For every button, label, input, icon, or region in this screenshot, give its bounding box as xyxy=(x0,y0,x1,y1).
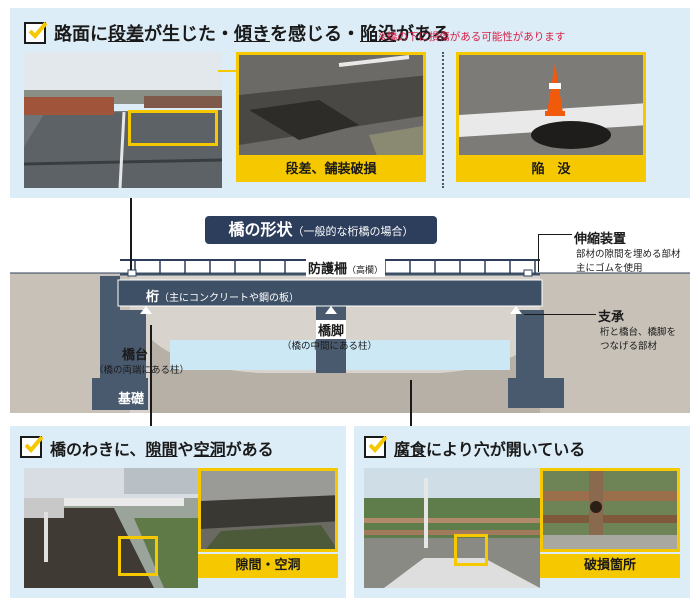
pothole-caption: 陥 没 xyxy=(456,158,646,182)
bearing-desc: つなげる部材 xyxy=(600,341,658,352)
leader-line xyxy=(150,325,152,427)
bearing-label: 支承 xyxy=(598,310,625,325)
diagram-title: 橋の形状 xyxy=(228,220,293,239)
gap-closeup-photo xyxy=(198,468,338,552)
abutment-label: 橋台 xyxy=(122,348,149,363)
leader-line xyxy=(410,380,412,426)
bottom-left-title: 橋のわきに、隙間や空洞がある xyxy=(50,440,274,459)
road-highlight-frame xyxy=(128,110,218,146)
leader-line xyxy=(130,198,132,270)
corrosion-highlight-frame xyxy=(454,534,488,566)
corrosion-caption: 破損箇所 xyxy=(540,554,680,578)
road-photo xyxy=(24,52,222,188)
checkbox-icon xyxy=(364,435,388,458)
bottom-right-title: 腐食により穴が開いている xyxy=(394,440,586,459)
leader-line xyxy=(218,70,236,72)
gap-photo xyxy=(24,468,198,588)
gap-highlight-frame xyxy=(118,536,158,576)
pier-description: （橋の中間にある柱） xyxy=(282,341,378,352)
diagram-subtitle: （一般的な桁橋の場合） xyxy=(292,225,414,238)
step-damage-photo xyxy=(236,52,426,158)
diagram-title-box: 橋の形状（一般的な桁橋の場合） xyxy=(205,216,437,244)
guardrail-label: 防護柵（高欄） xyxy=(306,258,386,277)
expansion-joint-desc: 部材の隙間を埋める部材 xyxy=(576,249,681,260)
expansion-joint-label: 伸縮装置 xyxy=(574,232,627,247)
pothole-photo xyxy=(456,52,646,158)
bearing-desc: 桁と橋台、橋脚を xyxy=(600,327,677,338)
abutment-description: （橋の両端にある柱） xyxy=(94,365,190,376)
gap-caption: 隙間・空洞 xyxy=(198,554,338,578)
corrosion-closeup-photo xyxy=(540,468,680,552)
checkbox-icon xyxy=(20,435,44,458)
leader-line xyxy=(524,314,596,315)
checkbox-icon xyxy=(24,21,48,44)
divider xyxy=(442,52,444,188)
step-damage-caption: 段差、舗装破損 xyxy=(236,158,426,182)
expansion-joint-desc: 主にゴムを使用 xyxy=(576,263,643,274)
foundation-label: 基礎 xyxy=(118,392,145,407)
damage-warning-note: ※橋の下に損傷がある可能性があります xyxy=(378,31,566,43)
bridge-diagram xyxy=(10,259,690,413)
leader-line xyxy=(538,234,572,235)
top-panel-title: 路面に段差が生じた・傾きを感じる・陥没がある xyxy=(54,24,450,45)
leader-line xyxy=(538,234,539,272)
pier-label: 橋脚 xyxy=(316,320,347,339)
girder-label: 桁（主にコンクリートや鋼の板） xyxy=(146,290,300,305)
corrosion-photo xyxy=(364,468,540,588)
